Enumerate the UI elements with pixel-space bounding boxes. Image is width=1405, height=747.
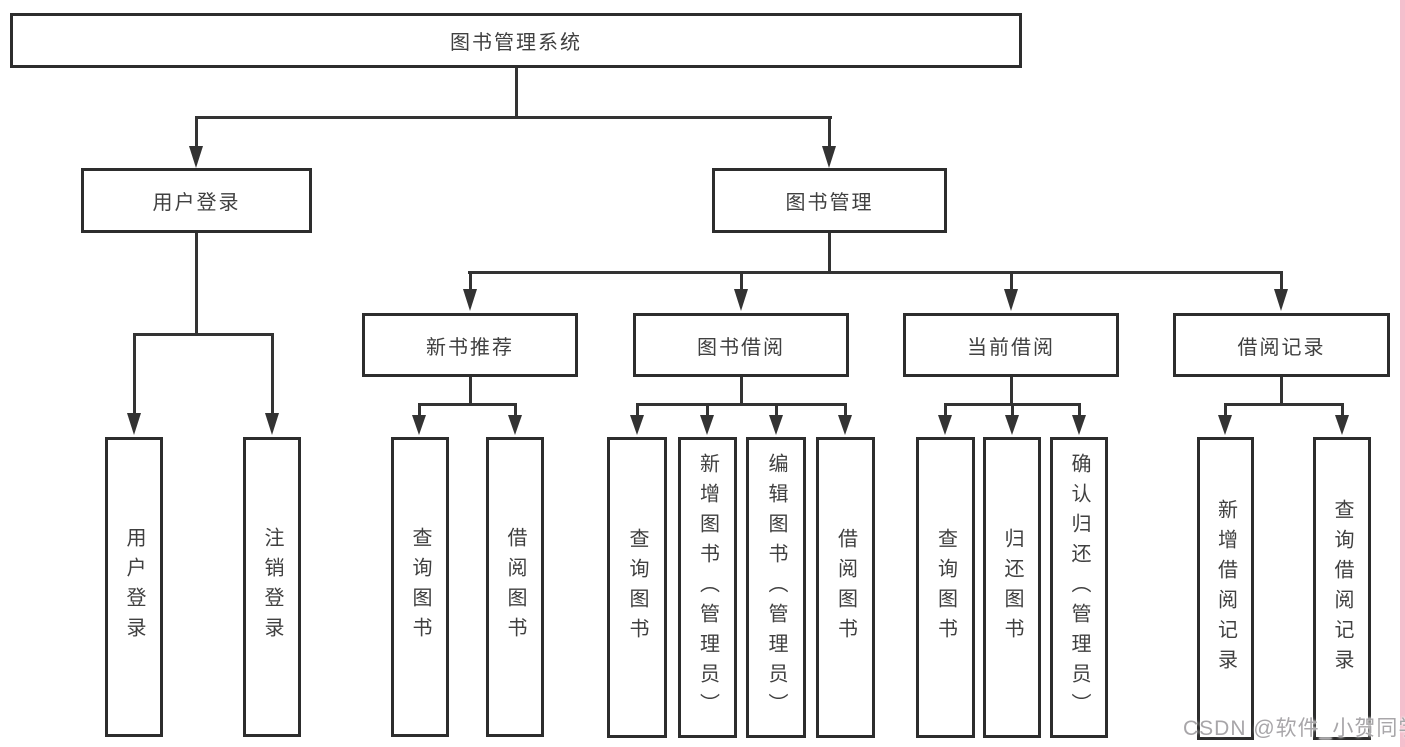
node-label: 查询图书 — [934, 527, 957, 648]
node-label: 用户登录 — [123, 527, 145, 647]
connector-leaf-stem — [1341, 403, 1344, 415]
arrow-down-icon — [734, 289, 748, 311]
connector-leaf-stem — [1011, 403, 1014, 415]
leaf-confirm-return-admin: 确认归还（管理员） — [1050, 437, 1108, 738]
arrow-down-icon — [463, 289, 477, 311]
connector-level3-rail — [468, 271, 1283, 274]
node-label: 新增借阅记录 — [1214, 498, 1237, 679]
connector-section-stem — [1010, 271, 1013, 289]
node-label: 借阅图书 — [834, 527, 857, 648]
node-book-borrowing: 图书借阅 — [633, 313, 849, 377]
leaf-query-books: 查询图书 — [916, 437, 975, 738]
arrow-down-icon — [508, 415, 522, 435]
node-label: 借阅记录 — [1237, 336, 1326, 359]
arrow-down-icon — [700, 415, 714, 435]
connector-section-down — [1010, 377, 1013, 405]
node-book-management: 图书管理 — [712, 168, 947, 233]
arrow-down-icon — [769, 415, 783, 435]
node-user-login: 用户登录 — [81, 168, 312, 233]
connector-section-stem — [740, 271, 743, 289]
arrow-down-icon — [1274, 289, 1288, 311]
arrow-down-icon — [1005, 415, 1019, 435]
node-label: 查询图书 — [409, 527, 431, 647]
connector-section-stem — [1280, 271, 1283, 289]
leaf-add-books-admin: 新增图书（管理员） — [678, 437, 737, 738]
node-label: 用户登录 — [152, 192, 241, 214]
node-borrowing-records: 借阅记录 — [1173, 313, 1390, 377]
arrow-down-icon — [1004, 289, 1018, 311]
connector-leaf-stem — [944, 403, 947, 415]
leaf-return-books: 归还图书 — [983, 437, 1041, 738]
connector-leaf-stem — [1224, 403, 1227, 415]
connector-book-mgmt-down — [828, 233, 831, 273]
node-label: 查询借阅记录 — [1331, 498, 1353, 679]
connector-leaf-stem — [418, 403, 421, 415]
arrow-down-icon — [1218, 415, 1232, 435]
connector-root-stem — [515, 68, 518, 118]
connector-section-down — [469, 377, 472, 405]
leaf-query-books: 查询图书 — [607, 437, 667, 738]
node-label: 当前借阅 — [967, 336, 1055, 359]
arrow-down-icon — [412, 415, 426, 435]
leaf-user-login: 用户登录 — [105, 437, 163, 737]
node-label: 查询图书 — [626, 527, 648, 648]
node-label: 注销登录 — [261, 527, 283, 647]
node-new-book-recommendation: 新书推荐 — [362, 313, 578, 377]
connector-leaf-stem — [271, 333, 274, 415]
connector-user-login-rail — [133, 333, 274, 336]
connector-section-rail — [1224, 403, 1344, 406]
connector-leaf-stem — [514, 403, 517, 415]
connector-leaf-stem — [844, 403, 847, 415]
connector-section-rail — [636, 403, 847, 406]
connector-book-mgmt-stem — [828, 116, 831, 148]
node-label: 确认归还（管理员） — [1068, 452, 1090, 723]
leaf-query-books: 查询图书 — [391, 437, 449, 737]
node-label: 图书借阅 — [697, 336, 785, 359]
connector-leaf-stem — [133, 333, 136, 415]
leaf-add-borrow-record: 新增借阅记录 — [1197, 437, 1254, 740]
csdn-watermark: CSDN @软件_小贺同学 — [1183, 717, 1405, 740]
arrow-down-icon — [630, 415, 644, 435]
node-label: 新增图书（管理员） — [696, 452, 719, 723]
connector-user-login-down — [195, 233, 198, 335]
leaf-borrow-books: 借阅图书 — [816, 437, 875, 738]
node-current-borrowing: 当前借阅 — [903, 313, 1119, 377]
connector-level2-rail — [196, 116, 832, 119]
node-label: 图书管理系统 — [450, 32, 582, 54]
leaf-logout: 注销登录 — [243, 437, 301, 737]
connector-user-login-stem — [195, 116, 198, 148]
leaf-edit-books-admin: 编辑图书（管理员） — [746, 437, 806, 738]
leaf-borrow-books: 借阅图书 — [486, 437, 544, 737]
node-label: 编辑图书（管理员） — [765, 452, 787, 723]
node-label: 借阅图书 — [504, 527, 526, 647]
arrow-down-icon — [938, 415, 952, 435]
connector-section-rail — [418, 403, 517, 406]
connector-leaf-stem — [1078, 403, 1081, 415]
leaf-query-borrow-record: 查询借阅记录 — [1313, 437, 1371, 740]
arrow-down-icon — [189, 146, 203, 168]
connector-section-down — [740, 377, 743, 405]
arrow-down-icon — [1335, 415, 1349, 435]
connector-leaf-stem — [706, 403, 709, 415]
arrow-down-icon — [838, 415, 852, 435]
right-edge-strip — [1400, 0, 1405, 747]
node-label: 新书推荐 — [426, 336, 514, 359]
arrow-down-icon — [127, 413, 141, 435]
arrow-down-icon — [822, 146, 836, 168]
connector-leaf-stem — [636, 403, 639, 415]
node-library-management-system: 图书管理系统 — [10, 13, 1022, 68]
arrow-down-icon — [265, 413, 279, 435]
arrow-down-icon — [1072, 415, 1086, 435]
node-label: 图书管理 — [785, 192, 874, 214]
connector-section-stem — [469, 271, 472, 289]
node-label: 归还图书 — [1001, 527, 1023, 648]
connector-section-down — [1280, 377, 1283, 405]
connector-leaf-stem — [775, 403, 778, 415]
